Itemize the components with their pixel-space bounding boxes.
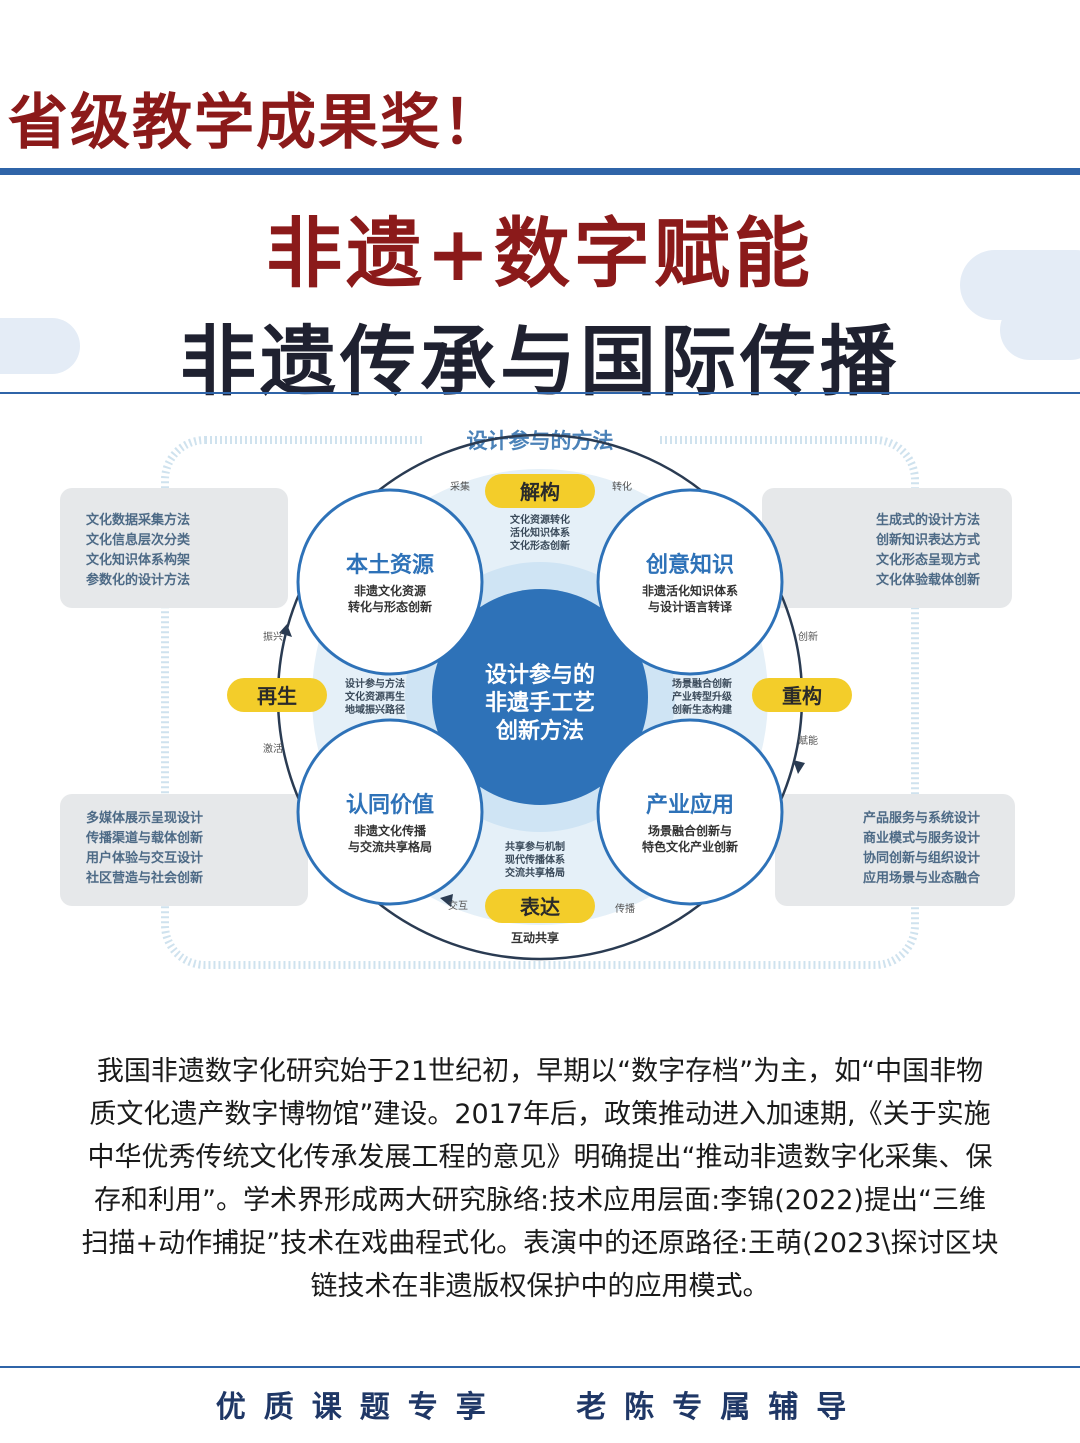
panel-bl-line: 用户体验与交互设计 [85, 850, 203, 865]
center-line: 非遗手工艺 [485, 690, 595, 715]
stage-reconstruct: 重构 [752, 678, 852, 712]
inner-note-bottom: 共享参与机制 [505, 840, 565, 853]
headline: 省级教学成果奖！ [8, 88, 504, 158]
svg-text:产业应用: 产业应用 [646, 792, 734, 817]
svg-text:本土资源: 本土资源 [346, 552, 434, 577]
node-creative-knowledge: 创意知识 非遗活化知识体系 与设计语言转译 [596, 488, 784, 676]
ring-arrow-right [793, 760, 805, 774]
panel-tl-line: 文化知识体系构架 [86, 552, 190, 567]
inner-note-right: 产业转型升级 [672, 690, 733, 703]
body-paragraph: 我国非遗数字化研究始于21世纪初，早期以“数字存档”为主，如“中国非物 质文化遗… [16, 1050, 1064, 1308]
body-line: 链技术在非遗版权保护中的应用模式。 [310, 1271, 770, 1302]
body-line: 扫描+动作捕捉”技术在戏曲程式化。表演中的还原路径:王萌(2023\探讨区块 [81, 1228, 999, 1259]
footer-divider [0, 1366, 1080, 1368]
arc-label: 创新 [798, 630, 818, 643]
frame-label-bg [422, 424, 658, 456]
inner-note-left: 设计参与方法 [345, 677, 405, 690]
stage-regenerate: 再生 [227, 678, 327, 712]
svg-text:场景融合创新与: 场景融合创新与 [648, 823, 732, 838]
cloud-decoration-right-small [1000, 300, 1080, 360]
top-divider [0, 168, 1080, 175]
inner-note-top: 文化形态创新 [510, 539, 570, 552]
arc-label: 振兴 [263, 630, 283, 643]
stage-express: 表达 [485, 889, 595, 923]
inner-note-top: 文化资源转化 [510, 513, 570, 526]
arc-label: 赋能 [798, 734, 818, 747]
panel-bottom-left [60, 794, 308, 906]
panel-bl-line: 多媒体展示呈现设计 [86, 810, 203, 825]
panel-top-left [60, 488, 288, 608]
inner-note-top: 活化知识体系 [510, 526, 570, 539]
stage-deconstruct: 解构 [485, 474, 595, 508]
panel-tl-line: 参数化的设计方法 [86, 572, 190, 587]
footer-tagline: 优质课题专享 老陈专属辅导 [0, 1382, 1080, 1426]
panel-br-line: 产品服务与系统设计 [863, 810, 980, 825]
svg-text:认同价值: 认同价值 [346, 792, 434, 817]
center-line: 设计参与的 [485, 662, 595, 687]
panel-bl-line: 社区营造与社会创新 [85, 870, 203, 885]
panel-top-right [762, 488, 1012, 608]
arc-label: 激活 [263, 742, 283, 755]
arc-label: 转化 [612, 480, 632, 493]
panel-tl-line: 文化数据采集方法 [86, 512, 190, 527]
arc-label: 采集 [450, 480, 470, 493]
body-line: 存和利用”。学术界形成两大研究脉络:技术应用层面:李锦(2022)提出“三维 [94, 1185, 986, 1216]
inner-note-right: 创新生态构建 [671, 703, 733, 716]
node-local-resources: 本土资源 非遗文化资源 转化与形态创新 [296, 488, 484, 676]
main-title-line1: 非遗+数字赋能 [266, 209, 814, 298]
panel-tr-line: 创新知识表达方式 [875, 532, 980, 547]
node-industry-application: 产业应用 场景融合创新与 特色文化产业创新 [596, 718, 784, 906]
panel-br-line: 协同创新与组织设计 [863, 850, 980, 865]
svg-text:转化与形态创新: 转化与形态创新 [348, 599, 432, 614]
inner-note-bottom: 现代传播体系 [505, 853, 565, 866]
ring-arrow-bottom-left [440, 894, 453, 907]
svg-text:非遗文化传播: 非遗文化传播 [354, 823, 427, 838]
panel-tr-line: 文化体验载体创新 [876, 572, 980, 587]
svg-text:重构: 重构 [782, 684, 822, 708]
design-participation-diagram: 设计参与的方法 文化数据采集方法 文化信息层次分类 文化知识体系构架 参数化的设… [60, 424, 1015, 969]
svg-text:再生: 再生 [257, 685, 297, 708]
svg-text:非遗文化资源: 非遗文化资源 [354, 583, 426, 598]
svg-text:创意知识: 创意知识 [645, 552, 734, 577]
frame-top-label: 设计参与的方法 [467, 429, 614, 453]
inner-note-right: 场景融合创新 [672, 677, 732, 690]
panel-tr-line: 文化形态呈现方式 [876, 552, 980, 567]
panel-tl-line: 文化信息层次分类 [86, 532, 191, 547]
panel-bl-line: 传播渠道与载体创新 [85, 830, 203, 845]
center-line: 创新方法 [495, 718, 584, 743]
node-identity-value: 认同价值 非遗文化传播 与交流共享格局 [296, 718, 484, 906]
body-line: 中华优秀传统文化传承发展工程的意见》明确提出“推动非遗数字化采集、保 [87, 1142, 993, 1173]
arc-label: 传播 [615, 902, 635, 915]
svg-text:表达: 表达 [520, 895, 560, 919]
svg-text:特色文化产业创新: 特色文化产业创新 [642, 839, 738, 854]
panel-tr-line: 生成式的设计方法 [876, 512, 980, 527]
svg-text:与交流共享格局: 与交流共享格局 [348, 839, 432, 854]
inner-note-bottom: 交流共享格局 [505, 866, 565, 879]
arc-label: 交互 [448, 899, 468, 912]
ring-arrow-left [279, 624, 292, 637]
svg-text:非遗活化知识体系: 非遗活化知识体系 [642, 583, 738, 598]
inner-note-left: 文化资源再生 [345, 690, 405, 703]
stage-express-sub: 互动共享 [511, 930, 559, 945]
panel-br-line: 商业模式与服务设计 [863, 830, 980, 845]
body-line: 质文化遗产数字博物馆”建设。2017年后，政策推动进入加速期,《关于实施 [89, 1099, 991, 1130]
center-circle [432, 589, 648, 805]
footer-right: 老陈专属辅导 [576, 1390, 865, 1425]
cloud-decoration-left [0, 318, 80, 374]
panel-bottom-right [775, 794, 1015, 906]
main-title-line2: 非遗传承与国际传播 [180, 317, 900, 406]
svg-text:与设计语言转译: 与设计语言转译 [648, 599, 733, 614]
inner-note-left: 地域振兴路径 [345, 703, 405, 716]
footer-left: 优质课题专享 [215, 1390, 504, 1425]
title-divider [0, 392, 1080, 394]
panel-br-line: 应用场景与业态融合 [863, 870, 981, 885]
body-line: 我国非遗数字化研究始于21世纪初，早期以“数字存档”为主，如“中国非物 [96, 1056, 984, 1087]
svg-text:解构: 解构 [520, 480, 560, 504]
